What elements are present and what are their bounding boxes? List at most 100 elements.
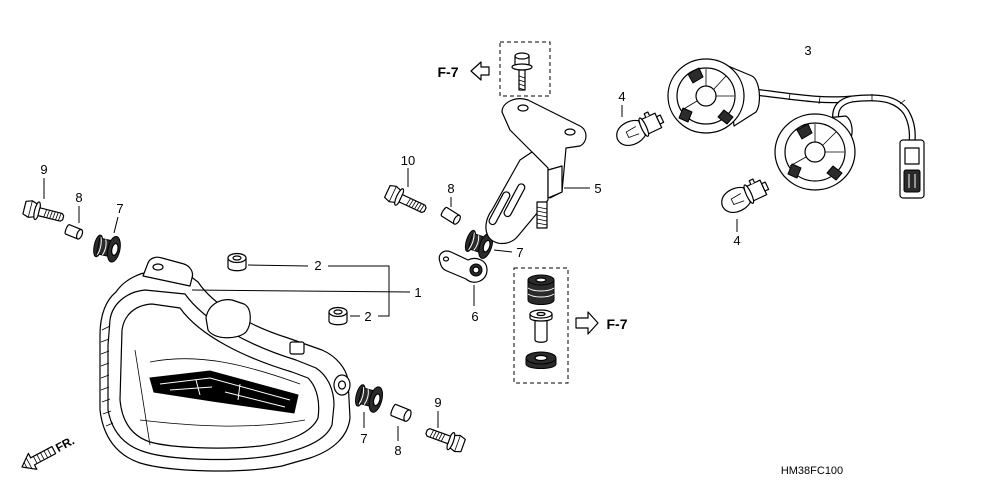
stack-grommet-body xyxy=(527,279,555,305)
bracket-block xyxy=(547,165,563,199)
stack-grommet-ridges xyxy=(527,287,555,298)
socket-upper-hub xyxy=(695,85,717,107)
grommet-stack-collar xyxy=(529,309,553,343)
bulb-pin xyxy=(643,111,651,118)
collar-left xyxy=(64,224,84,240)
bulb-socket-upper xyxy=(667,58,761,134)
bracket-slot-right xyxy=(503,183,526,218)
bulb-contact xyxy=(761,181,770,192)
bolt-in-dashed-box xyxy=(511,52,533,91)
leader-1 xyxy=(191,289,411,293)
nut-hole xyxy=(232,255,242,261)
harness-tape-marks xyxy=(788,92,906,105)
socket-harness-3 xyxy=(667,58,925,199)
callout-8-bottom: 8 xyxy=(394,443,401,458)
callout-9-bottom: 9 xyxy=(434,395,441,410)
bulb-upper xyxy=(616,111,665,147)
reference-upper: F-7 xyxy=(438,61,490,81)
front-arrow-hatch xyxy=(23,448,52,469)
stack-washer-hole xyxy=(534,354,548,362)
nut-upper xyxy=(227,252,247,272)
rubber-grommet-right xyxy=(464,229,494,259)
headlight-upper-tab xyxy=(289,341,305,355)
connector-terminal-block xyxy=(903,169,921,193)
stack-collar-hole xyxy=(536,311,546,317)
headlight-edge-ribs xyxy=(100,325,114,427)
bulb-contact xyxy=(656,114,665,125)
headlight-reflector-lines xyxy=(159,377,291,408)
collar-bracket-small-hole xyxy=(442,256,450,262)
grommet-highlight xyxy=(468,232,480,251)
collar-face xyxy=(452,214,461,225)
reference-lower-arrow-icon xyxy=(575,311,599,335)
headlight-reflector xyxy=(149,370,299,414)
grommet-stack-rubber xyxy=(527,274,555,305)
grommet-highlight xyxy=(358,386,369,405)
leader-2-upper xyxy=(247,264,390,317)
drawing-code: HM38FC100 xyxy=(781,465,843,477)
collar-bracket-hole xyxy=(472,266,480,274)
flange-bolt-left xyxy=(22,200,65,222)
headlight-top-mount-hole xyxy=(152,263,164,271)
socket-upper-lugs xyxy=(678,67,734,125)
callout-4-lower: 4 xyxy=(733,233,740,248)
mounting-bracket-5 xyxy=(485,98,587,245)
rubber-grommet-bottom xyxy=(355,384,383,413)
bolt-threads xyxy=(518,75,526,91)
bulb-filament xyxy=(625,126,640,138)
leader-lines xyxy=(43,105,738,441)
leader-7-left xyxy=(113,216,119,234)
bracket-hole-right xyxy=(564,128,576,136)
collar-face xyxy=(403,409,412,422)
reference-upper-arrow-icon xyxy=(470,61,490,81)
socket-upper-ribs xyxy=(681,69,734,111)
callout-2-lower: 2 xyxy=(364,309,371,324)
collar-middle xyxy=(440,206,461,225)
callout-1: 1 xyxy=(414,285,421,300)
headlight-side-hole xyxy=(337,380,347,390)
nut-lower xyxy=(328,306,348,326)
headlight-lens-lines xyxy=(134,349,306,446)
bolt-flange xyxy=(511,63,533,71)
bolt-head-edge xyxy=(388,186,397,202)
callout-3: 3 xyxy=(804,43,811,58)
bolt-shank xyxy=(398,194,427,214)
front-arrow-icon xyxy=(21,445,57,470)
connector-latch xyxy=(904,147,920,165)
callout-6: 6 xyxy=(471,309,478,324)
grommet-hole xyxy=(482,239,491,253)
grommet-highlight xyxy=(96,237,107,256)
callout-7-bottom: 7 xyxy=(360,431,367,446)
bolt-head-edge xyxy=(27,200,33,218)
headlight-bulb-housing xyxy=(205,299,251,339)
bolt-head-edge xyxy=(454,435,461,452)
reference-lower: F-7 xyxy=(575,311,628,335)
socket-lower-hub xyxy=(804,141,826,163)
bolt-head-top xyxy=(514,52,530,60)
harness-connector xyxy=(899,139,925,199)
bracket-slot-left xyxy=(488,191,511,226)
headlight-assembly xyxy=(99,256,351,472)
connector-terminal-lines xyxy=(908,174,916,188)
bolt-threads xyxy=(43,209,62,221)
front-indicator-label: FR. xyxy=(53,433,77,454)
flange-bolt-bottom xyxy=(425,428,466,453)
nut-hole xyxy=(333,309,343,315)
grommet-hole xyxy=(111,242,119,256)
stack-collar-shaft xyxy=(534,317,548,343)
front-indicator: FR. xyxy=(21,433,77,470)
bracket-hole-left xyxy=(517,104,529,112)
rubber-grommet-left xyxy=(93,234,121,263)
reference-upper-label: F-7 xyxy=(438,64,459,80)
flange-bolt-10 xyxy=(383,184,427,214)
bulb-filament xyxy=(730,193,745,205)
callouts: 9 8 7 10 8 7 6 5 4 4 3 2 2 1 9 7 8 xyxy=(40,43,811,458)
callout-2-upper: 2 xyxy=(314,258,321,273)
bulb-glass xyxy=(616,119,646,147)
callout-7-right: 7 xyxy=(516,245,523,260)
dashed-box-upper xyxy=(499,41,551,97)
harness-wire-main-fill xyxy=(753,89,915,143)
grommet-hole xyxy=(372,393,381,407)
bulb-glass xyxy=(721,186,751,214)
